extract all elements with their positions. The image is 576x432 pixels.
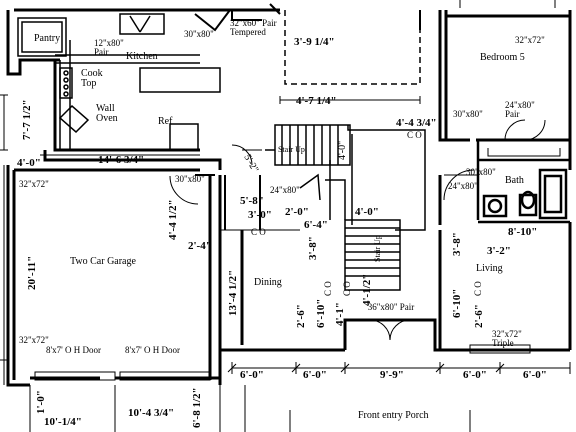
room-label-kitchen: Kitchen bbox=[126, 51, 158, 62]
dim-label: 4'-1/2" bbox=[361, 273, 373, 306]
door-label-stair: 24"x80" bbox=[270, 185, 300, 195]
dim-label: 4'-7 1/4" bbox=[296, 95, 337, 107]
garage-walls bbox=[6, 165, 222, 387]
door-label-overhead-2: 8'x7' O H Door bbox=[125, 345, 180, 355]
tempered-wall bbox=[194, 3, 281, 32]
dim-label: 4'-4 3/4" bbox=[396, 117, 437, 129]
window-label-living: 32"x72" Triple bbox=[492, 329, 522, 348]
room-label-wall-oven: Wall Oven bbox=[96, 103, 118, 124]
bottom-dimension-line bbox=[219, 362, 571, 432]
dim-label: 3'-8" bbox=[307, 236, 319, 260]
dim-label: 5'-8" bbox=[240, 195, 264, 207]
room-label-ref: Ref bbox=[158, 116, 173, 127]
room-label-dining: Dining bbox=[254, 277, 282, 288]
door-label-entry: 36"x80" Pair bbox=[367, 302, 415, 312]
room-label-pantry: Pantry bbox=[34, 33, 61, 44]
room-label-cook-top: Cook Top bbox=[81, 68, 103, 89]
dim-label: 2'-6" bbox=[473, 304, 485, 328]
window-label-kitchen-pair: 12"x80" Pair bbox=[94, 38, 124, 57]
door-label-overhead-1: 8'x7' O H Door bbox=[46, 345, 101, 355]
dim-label: 3'-8" bbox=[451, 232, 463, 256]
stair-up-label-1: Stair Up bbox=[278, 145, 305, 154]
dim-label: 6'-8 1/2" bbox=[191, 387, 203, 428]
bath-walls bbox=[476, 140, 570, 224]
dim-label: 3'-9 1/4" bbox=[294, 36, 335, 48]
door-label-bedroom: 30"x80" bbox=[453, 109, 483, 119]
dim-label: C O bbox=[407, 130, 422, 140]
window-label-garage-2: 32"x72" bbox=[19, 335, 49, 345]
dim-label: 10'-1/4" bbox=[44, 416, 82, 428]
door-label-garage: 30"x80" bbox=[175, 174, 205, 184]
window-label-kitchen: 30"x80" bbox=[184, 29, 214, 39]
dim-label: 6'-4" bbox=[304, 219, 328, 231]
dim-label: 3'-0" bbox=[248, 209, 272, 221]
front-walls bbox=[220, 222, 572, 352]
dim-label: C O bbox=[342, 281, 352, 296]
dim-label: 4'-0" bbox=[17, 157, 41, 169]
pantry-walls bbox=[17, 17, 67, 57]
stair-up-label-2: Stair Up bbox=[373, 235, 382, 262]
dim-label: 6'-0" bbox=[523, 369, 547, 381]
dim-label: 1'-0" bbox=[35, 390, 47, 414]
dim-label: C O bbox=[323, 281, 333, 296]
window-label-tempered: 32"x60" Pair Tempered bbox=[230, 18, 277, 37]
dim-label: 6'-0" bbox=[303, 369, 327, 381]
dim-label: 6'-10" bbox=[451, 288, 463, 318]
room-label-bath: Bath bbox=[505, 175, 524, 186]
dim-label: 13'-4 1/2" bbox=[227, 269, 239, 316]
dashed-boundary bbox=[284, 10, 421, 85]
dim-label: 20'-11" bbox=[26, 255, 38, 290]
dim-label: 9'-9" bbox=[380, 369, 404, 381]
stair-upper bbox=[265, 124, 426, 231]
door-label-bath: 30"x80" bbox=[466, 167, 496, 177]
dim-label: 2'-0" bbox=[285, 206, 309, 218]
dim-label: 4'-1" bbox=[334, 302, 346, 326]
window-label-bedroom: 32"x72" bbox=[515, 35, 545, 45]
dim-label: 4'-0" bbox=[337, 140, 348, 160]
dim-label: 14'-6 3/4" bbox=[98, 154, 145, 166]
room-label-bedroom-5: Bedroom 5 bbox=[480, 52, 525, 63]
dim-label: 2'-6" bbox=[295, 304, 307, 328]
dim-label: 8'-10" bbox=[508, 226, 538, 238]
dim-label: 4'-4 1/2" bbox=[167, 199, 179, 240]
room-label-porch: Front entry Porch bbox=[358, 410, 429, 421]
dim-label: 6'-0" bbox=[463, 369, 487, 381]
left-dimension-lines bbox=[0, 94, 421, 385]
kitchen-counter bbox=[55, 13, 221, 151]
dim-label: 2'-4" bbox=[188, 240, 212, 252]
dim-label: C O bbox=[251, 227, 266, 237]
dim-label: 3'-2" bbox=[487, 245, 511, 257]
door-label-bath-2: 24"x80" bbox=[448, 181, 478, 191]
dim-label: 6'-0" bbox=[240, 369, 264, 381]
room-label-garage: Two Car Garage bbox=[70, 256, 136, 267]
window-label-garage: 32"x72" bbox=[19, 179, 49, 189]
dim-label: 6'-10" bbox=[315, 298, 327, 328]
dim-label: 10'-4 3/4" bbox=[128, 407, 175, 419]
room-label-living: Living bbox=[476, 263, 503, 274]
stair-lower bbox=[299, 160, 401, 291]
dim-label: 4'-0" bbox=[355, 206, 379, 218]
dim-label: 7'-7 1/2" bbox=[21, 99, 33, 140]
bedroom-door bbox=[459, 0, 556, 141]
door-label-bedroom-pair: 24"x80" Pair bbox=[505, 100, 535, 119]
dim-label: C O bbox=[473, 281, 483, 296]
bedroom-walls bbox=[438, 10, 572, 170]
